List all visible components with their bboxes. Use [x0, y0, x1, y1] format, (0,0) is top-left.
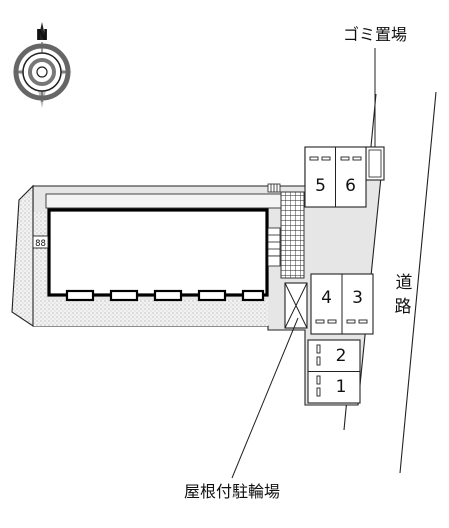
compass: N: [12, 22, 72, 108]
walkway-grid: [280, 191, 305, 279]
parking-group-3-4: 4 3: [310, 273, 374, 335]
parking-space-4: 4: [321, 288, 332, 308]
parking-space-6: 6: [345, 176, 356, 196]
parking-space-5: 5: [315, 176, 326, 196]
north-label: N: [36, 26, 49, 44]
garbage-area: ゴミ置場: [343, 25, 407, 181]
bike-parking: 屋根付駐輪場: [184, 282, 308, 501]
stairs: [267, 183, 281, 267]
building: [47, 183, 305, 302]
road-label-line2: 路: [395, 297, 412, 317]
parking-group-1-2: 2 1: [307, 339, 361, 404]
parking-space-2: 2: [336, 346, 347, 366]
building-footprint: [47, 208, 269, 297]
meter-box: 88: [32, 235, 49, 249]
parking-space-1: 1: [336, 377, 347, 397]
corridor: [45, 193, 283, 209]
compass-rose-icon: [12, 22, 72, 108]
bike-parking-label: 屋根付駐輪場: [184, 482, 280, 501]
gravel-wedge: [11, 184, 34, 328]
parking-space-3: 3: [352, 288, 363, 308]
gravel-area: [33, 212, 268, 326]
road-label-line1: 道: [396, 273, 413, 293]
balconies: [65, 289, 265, 302]
garbage-label: ゴミ置場: [343, 25, 407, 44]
meter-label: 88: [35, 239, 46, 249]
parking-group-5-6: 5 6: [304, 146, 367, 208]
